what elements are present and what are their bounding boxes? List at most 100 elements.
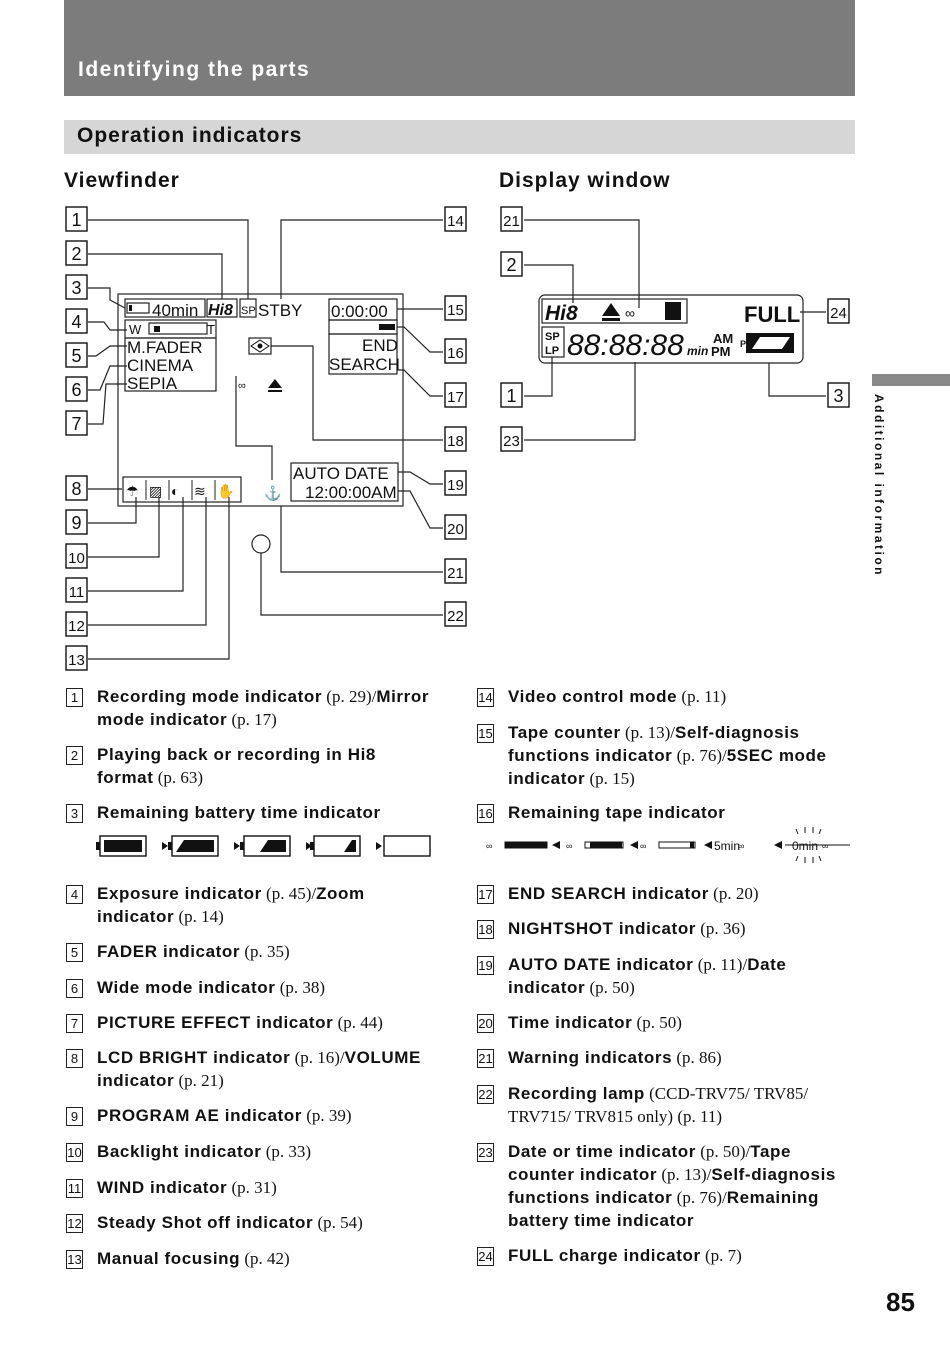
callout-number: 2 [71, 244, 81, 264]
callout-box [65, 342, 88, 368]
indicator-item-number: 18 [477, 920, 494, 939]
svg-text:∞: ∞ [640, 841, 646, 851]
callout-number: 17 [447, 389, 464, 406]
indicator-item-number: 22 [477, 1085, 494, 1104]
indicator-item: 5 FADER indicator (p. 35) [66, 940, 431, 963]
indicator-item-text: Warning indicators (p. 86) [508, 1048, 722, 1067]
dw-eject-base [602, 318, 620, 321]
svg-text:∞: ∞ [738, 841, 744, 851]
callout-number: 4 [71, 312, 81, 332]
indicator-item-number: 8 [66, 1049, 83, 1068]
vf-battery-min: 40min [152, 301, 198, 320]
callout-box [827, 298, 850, 324]
dw-battery-fill [752, 337, 790, 349]
svg-text:∞: ∞ [486, 841, 492, 851]
viewfinder-heading: Viewfinder [64, 169, 180, 192]
vf-stby: STBY [258, 301, 302, 320]
callout-box [444, 295, 467, 321]
callout-number: 15 [447, 302, 464, 319]
indicator-item-text: Time indicator (p. 50) [508, 1013, 682, 1032]
vf-sepia: SEPIA [127, 374, 178, 393]
moisture-icon: ⚓ [264, 485, 281, 502]
side-tab-bar [872, 374, 950, 386]
callout-number: 13 [68, 652, 85, 669]
callout-box [500, 206, 523, 232]
tape-5min-label: 5min [714, 839, 740, 853]
indicator-item-text: Backlight indicator (p. 33) [97, 1142, 312, 1161]
callout-number: 18 [447, 433, 464, 450]
callout-number: 5 [71, 346, 81, 366]
indicator-item-number: 5 [66, 943, 83, 962]
callout-box [444, 338, 467, 364]
vf-tape-remaining-bar [379, 324, 395, 330]
effects-box [124, 337, 217, 392]
indicator-item-number: 4 [66, 885, 83, 904]
page-header-title: Identifying the parts [78, 58, 311, 81]
callout-number: 21 [503, 213, 520, 230]
callout-box [65, 475, 88, 501]
callout-number: 24 [830, 305, 847, 322]
display-window-heading: Display window [499, 169, 671, 192]
page-header-bar: Identifying the parts [64, 0, 855, 96]
wind-icon: ≋ [194, 483, 206, 499]
indicator-item-number: 7 [66, 1014, 83, 1033]
indicator-item-number: 6 [66, 979, 83, 998]
display-top-row-box [541, 298, 688, 324]
end-search-box [328, 333, 398, 375]
indicator-item-text: Recording mode indicator (p. 29)/Mirror … [97, 687, 430, 729]
indicator-item-text: WIND indicator (p. 31) [97, 1178, 277, 1197]
callout-number: 8 [71, 479, 81, 499]
indicator-item-text: Steady Shot off indicator (p. 54) [97, 1213, 363, 1232]
battery-empty-icon [383, 835, 431, 857]
vf-auto-date: AUTO DATE [293, 464, 389, 483]
indicator-item-text: Playing back or recording in Hi8 format … [97, 745, 376, 787]
icon-strip-box [122, 476, 242, 503]
indicator-item-number: 17 [477, 885, 494, 904]
vf-fader: M.FADER [127, 338, 203, 357]
indicator-item-text: LCD BRIGHT indicator (p. 16)/VOLUME indi… [97, 1048, 421, 1090]
callout-box [444, 514, 467, 540]
indicator-item: 1 Recording mode indicator (p. 29)/Mirror… [66, 685, 431, 731]
callout-box [444, 470, 467, 496]
dw-hi8: Hi8 [545, 302, 578, 325]
callout-box [65, 577, 88, 603]
indicator-item-number: 1 [66, 688, 83, 707]
backlight-icon: ◐ [171, 483, 179, 499]
display-window-frame [538, 294, 804, 364]
cassette-warning-icon: ∞ [238, 380, 246, 392]
dw-p: P [740, 339, 746, 349]
indicator-item-text: FADER indicator (p. 35) [97, 942, 290, 961]
date-box [290, 462, 399, 502]
callout-number: 12 [68, 618, 85, 635]
zoom-bar [148, 322, 208, 335]
callout-number: 14 [447, 213, 464, 230]
dw-sp: SP [545, 331, 560, 343]
battery-icon [126, 302, 150, 314]
callout-box [65, 645, 88, 671]
vf-zoom-position [154, 326, 160, 332]
indicator-item-number: 14 [477, 688, 494, 707]
indicator-item-number: 9 [66, 1107, 83, 1126]
callout-box [500, 426, 523, 452]
indicator-item-text: Remaining tape indicator [508, 803, 726, 822]
vf-time: 12:00:00AM [305, 483, 397, 502]
callout-box [444, 382, 467, 408]
indicator-item-text: Wide mode indicator (p. 38) [97, 978, 326, 997]
dw-cassette-icon: ∞ [625, 305, 635, 321]
dw-eject-icon [602, 303, 620, 316]
callout-number: 11 [69, 584, 85, 601]
indicator-item-text: Manual focusing (p. 42) [97, 1249, 290, 1268]
callout-number: 21 [447, 565, 464, 582]
callout-box [827, 382, 850, 408]
